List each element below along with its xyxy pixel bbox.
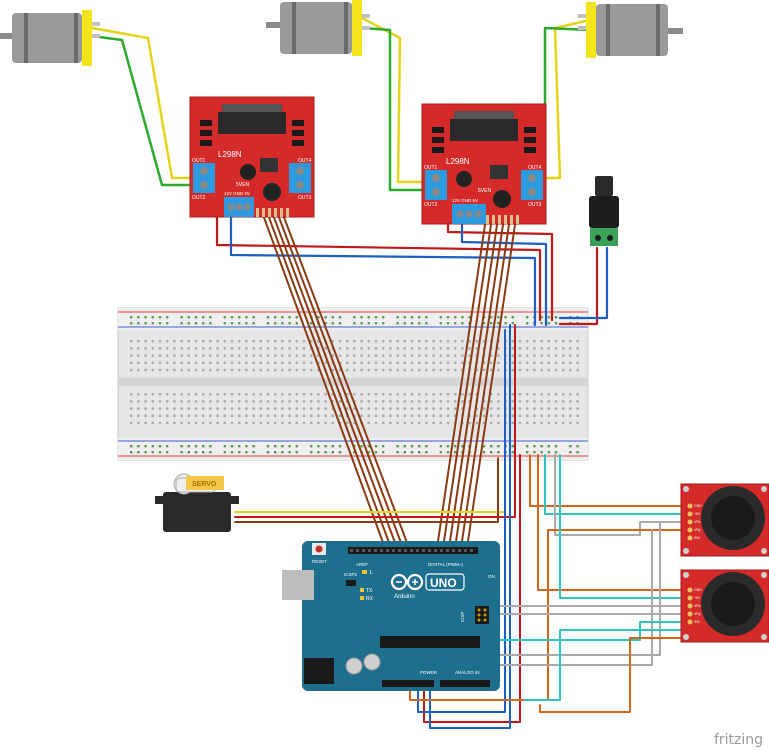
driver-1-out1: OUT1 [192,158,206,164]
icsp-label: ICSP [460,611,465,622]
driver-1-5ven: 5VEN [236,182,249,188]
arduino-model: UNO [430,576,457,590]
reset-label: RESET [312,559,327,564]
servo-label: SERVO [192,481,217,488]
joystick-module-2: GND +5V VRx VRy SW [680,569,769,643]
joystick-module-1: GND +5V VRx VRy SW [680,483,769,557]
power-label: POWER [420,670,438,675]
joy2-pin-5v: +5V [694,596,701,600]
driver-1-model: L298N [218,150,242,159]
fritzing-watermark: fritzing [713,732,763,748]
motor-3 [578,2,683,58]
joy1-pin-vrx: VRx [694,520,701,524]
power-wires [215,213,609,327]
joy2-pin-sw: SW [694,620,700,624]
driver-2-out1: OUT1 [424,165,438,171]
joy2-pin-vrx: VRx [694,604,701,608]
arduino-brand: Arduino [394,594,415,600]
joy1-pin-vry: VRy [694,528,701,532]
driver-1-power-row: 12V GND 5V [224,191,250,196]
breadboard [117,307,589,461]
arduino-uno: RESET DIGITAL (PWM~) AREF ICSP2 L TX RX … [282,541,500,691]
reset-button[interactable] [315,545,323,553]
joy1-pin-gnd: GND [694,504,702,508]
driver-2-out2: OUT2 [424,202,438,208]
joy2-pin-gnd: GND [694,588,702,592]
analog-in-label: ANALOG IN [455,670,480,675]
motor-2 [266,0,370,56]
driver-2-out3: OUT3 [528,202,542,208]
driver-2-out4: OUT4 [528,165,542,171]
control-wires [261,211,517,549]
joy1-pin-5v: +5V [694,512,701,516]
l298n-driver-2: L298N OUT1 OUT2 OUT3 OUT4 5VEN 12V GND 5… [421,103,547,225]
digital-label: DIGITAL (PWM~) [428,562,463,567]
driver-2-power-row: 12V GND 5V [452,198,478,203]
dc-barrel-jack [589,176,619,246]
joy2-pin-vry: VRy [694,612,701,616]
driver-1-out3: OUT3 [298,195,312,201]
driver-2-model: L298N [446,157,470,166]
l298n-driver-1: L298N OUT1 OUT2 OUT3 OUT4 5VEN 12V GND 5… [189,96,315,218]
driver-1-out2: OUT2 [192,195,206,201]
joy1-pin-sw: SW [694,536,700,540]
aref-label: AREF [356,562,368,567]
rx-label: RX [366,596,374,602]
driver-1-out4: OUT4 [298,158,312,164]
on-label: ON [488,574,495,579]
icsp2-label: ICSP2 [344,572,358,577]
l-label: L [370,570,373,576]
servo-motor: SERVO [155,473,239,532]
tx-label: TX [366,588,373,594]
motor-1 [0,10,100,66]
arduino-logo [390,573,424,591]
driver-2-5ven: 5VEN [478,188,491,194]
